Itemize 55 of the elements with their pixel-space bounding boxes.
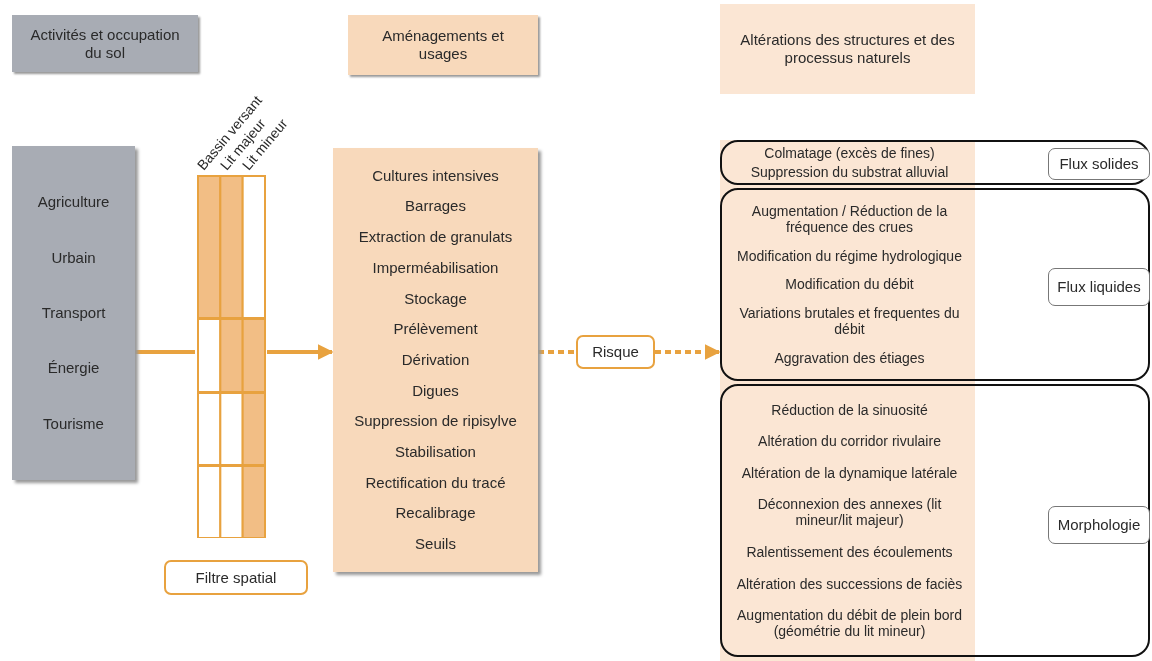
usage-label: Stabilisation bbox=[395, 443, 476, 462]
usage-label: Stockage bbox=[404, 289, 467, 308]
category-box bbox=[1048, 506, 1150, 544]
alteration-label: Réduction de la sinuosité bbox=[770, 401, 929, 418]
alteration-label: Altération de la dynamique latérale bbox=[740, 464, 959, 481]
heading-text: Activités et occupation du sol bbox=[29, 25, 181, 62]
alteration-label: Aggravation des étiages bbox=[773, 350, 926, 367]
arrow bbox=[267, 344, 334, 360]
category-box bbox=[1048, 148, 1150, 180]
alteration-label: Augmentation du débit de plein bord (géométrie du lit mineur) bbox=[736, 607, 963, 640]
box-text: Filtre spatial bbox=[195, 568, 277, 587]
alteration-label: Colmatage (excès de fines) bbox=[763, 144, 936, 162]
alteration-label: Modification du débit bbox=[784, 276, 915, 293]
alteration-label: Ralentissement des écoulements bbox=[745, 544, 954, 561]
usage-label: Cultures intensives bbox=[372, 166, 499, 185]
usage-label: Rectification du tracé bbox=[365, 473, 506, 492]
alteration-label: Altération des successions de faciès bbox=[735, 575, 964, 592]
label-box bbox=[576, 335, 655, 369]
box-text: Morphologie bbox=[1057, 516, 1141, 534]
usage-panel bbox=[333, 148, 538, 572]
rounded-group bbox=[720, 140, 1150, 185]
rounded-group bbox=[720, 384, 1150, 657]
usage-label: Dérivation bbox=[401, 350, 470, 369]
rounded-group bbox=[720, 188, 1150, 381]
usage-label: Extraction de granulats bbox=[358, 228, 513, 247]
alteration-label: Modification du régime hydrologique bbox=[736, 247, 963, 264]
activity-label: Énergie bbox=[47, 359, 100, 378]
alteration-label: Suppression du substrat alluvial bbox=[749, 163, 950, 181]
usage-label: Suppression de ripisylve bbox=[354, 412, 517, 431]
box-text: Flux solides bbox=[1059, 155, 1139, 173]
usage-label: Barrages bbox=[405, 197, 466, 216]
usage-label: Digues bbox=[412, 381, 459, 400]
usage-label: Seuils bbox=[415, 535, 456, 554]
alteration-label: Déconnexion des annexes (lit mineur/lit majeur) bbox=[756, 496, 943, 529]
category-box bbox=[1048, 268, 1150, 306]
box-text: Risque bbox=[592, 343, 639, 361]
alteration-label: Augmentation / Réduction de la fréquence des crues bbox=[750, 202, 949, 235]
column-heading bbox=[720, 4, 975, 94]
activity-label: Urbain bbox=[51, 248, 96, 267]
heading-text: Altérations des structures et des processus naturels bbox=[739, 31, 956, 67]
usage-label: Imperméabilisation bbox=[372, 258, 499, 277]
usage-label: Prélèvement bbox=[393, 320, 478, 339]
column-heading bbox=[348, 15, 538, 75]
alteration-label: Altération du corridor rivulaire bbox=[757, 433, 942, 450]
column-heading bbox=[12, 15, 198, 72]
usage-label: Recalibrage bbox=[395, 504, 476, 523]
alteration-label: Variations brutales et frequentes du débit bbox=[738, 305, 961, 338]
activity-label: Agriculture bbox=[37, 193, 110, 212]
activity-panel bbox=[12, 146, 135, 480]
label-box bbox=[164, 560, 308, 595]
dashed-arrow bbox=[655, 344, 721, 360]
heading-text: Aménagements et usages bbox=[381, 27, 505, 63]
activity-label: Transport bbox=[41, 304, 106, 322]
box-text: Flux liquides bbox=[1057, 278, 1141, 296]
activity-label: Tourisme bbox=[43, 414, 104, 433]
